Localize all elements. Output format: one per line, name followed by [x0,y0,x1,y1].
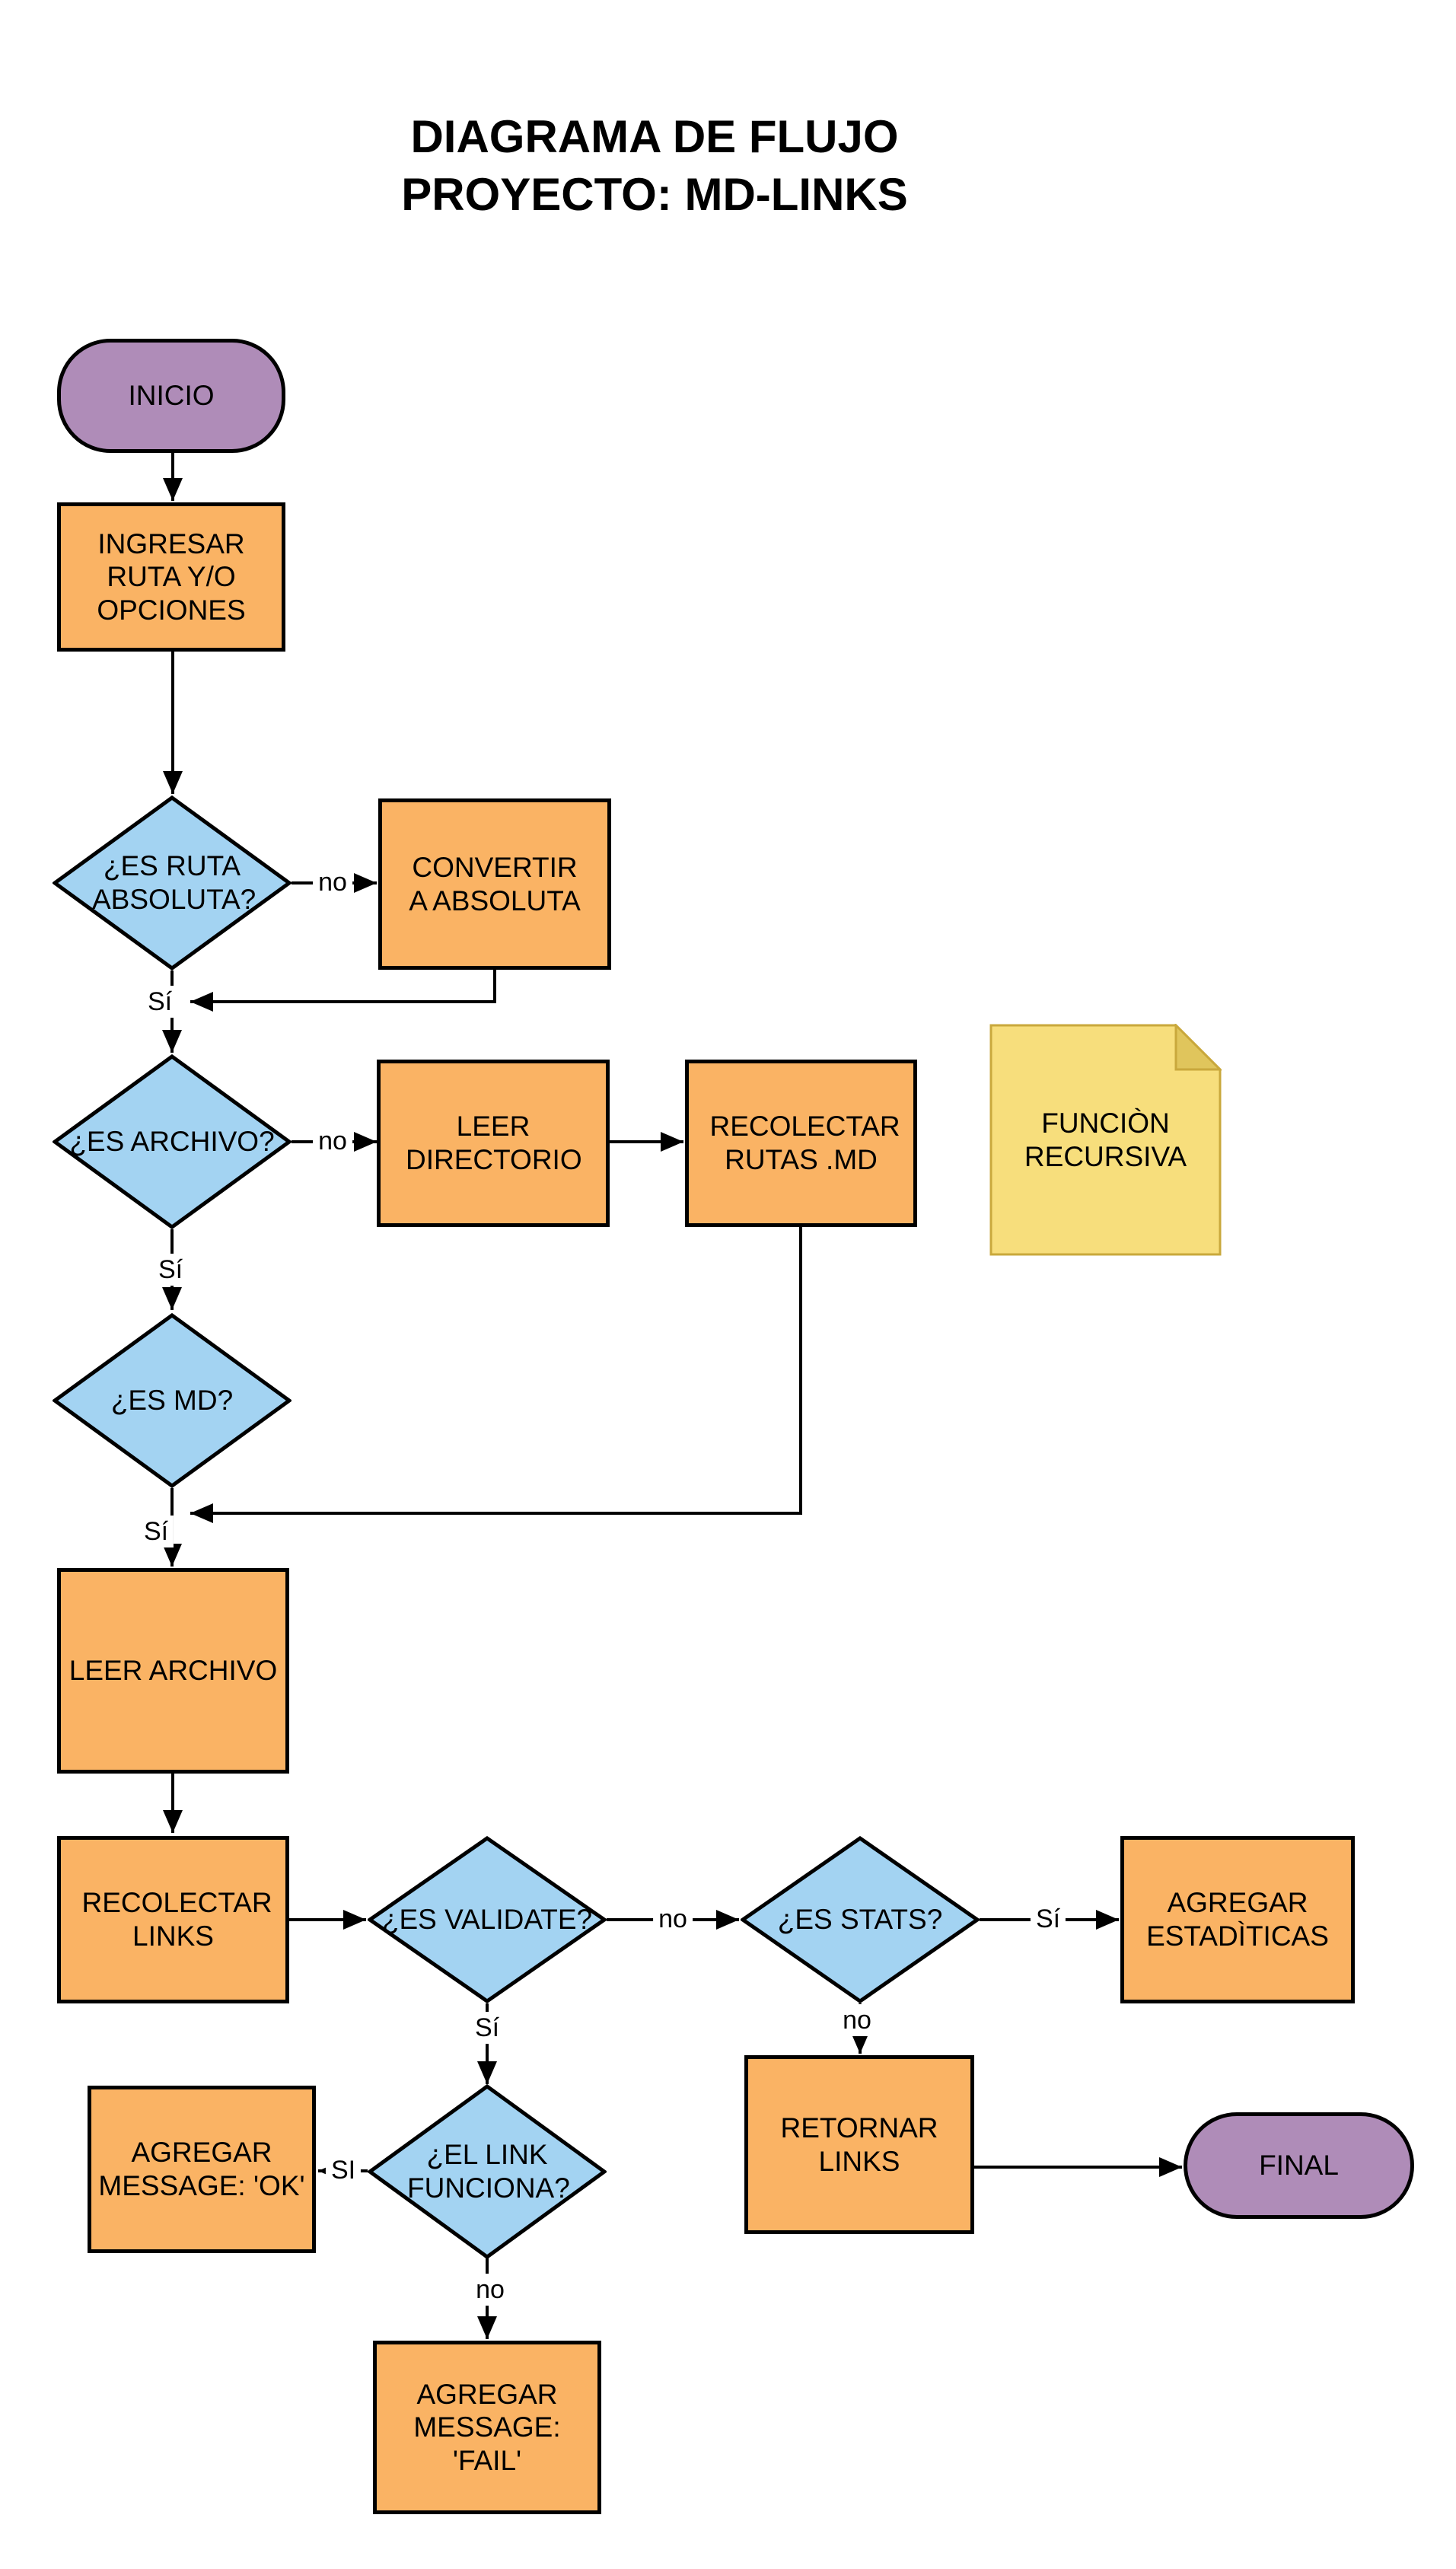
node-ingresar-ruta: INGRESAR RUTA Y/O OPCIONES [57,502,285,652]
edge-recolectar-rutas-to-si-junction [190,1227,802,1523]
edge-label-stats-si: Sí [1030,1903,1066,1935]
diagram-title: DIAGRAMA DE FLUJO PROYECTO: MD-LINKS [259,108,1050,224]
node-agregar-message-ok-label: AGREGAR MESSAGE: 'OK' [98,2137,305,2201]
node-agregar-message-fail: AGREGAR MESSAGE: 'FAIL' [373,2341,601,2514]
decision-el-link-funciona-label: ¿EL LINK FUNCIONA? [407,2139,570,2204]
decision-es-stats: ¿ES STATS? [741,1836,980,2003]
diagram-title-line1: DIAGRAMA DE FLUJO [410,111,899,162]
edge-label-funciona-no: no [470,2274,510,2306]
node-leer-directorio-label: LEER DIRECTORIO [406,1111,582,1175]
decision-es-archivo: ¿ES ARCHIVO? [53,1054,292,1229]
edge-label-validate-si: Sí [469,2012,505,2044]
diamond-shape [53,795,292,971]
note-funcion-recursiva-label: FUNCIÒN RECURSIVA [1024,1107,1187,1172]
diamond-shape [741,1836,980,2003]
decision-es-ruta-absoluta: ¿ES RUTA ABSOLUTA? [53,795,292,971]
edge-convertir-to-si-junction [190,970,496,1012]
decision-es-archivo-label: ¿ES ARCHIVO? [69,1126,275,1158]
note-funcion-recursiva: FUNCIÒN RECURSIVA [989,1024,1222,1256]
diagram-title-line2: PROYECTO: MD-LINKS [401,169,908,220]
diamond-shape [368,1836,607,2003]
node-retornar-links: RETORNAR LINKS [744,2055,974,2234]
decision-es-md: ¿ES MD? [53,1313,292,1488]
node-inicio: INICIO [57,339,285,453]
decision-es-stats-label: ¿ES STATS? [777,1904,943,1936]
edge-label-md-si: Sí [138,1516,174,1547]
decision-es-md-label: ¿ES MD? [110,1385,234,1417]
sticky-note-shape [989,1024,1222,1256]
node-agregar-message-ok: AGREGAR MESSAGE: 'OK' [88,2086,316,2253]
diamond-shape [53,1054,292,1229]
node-agregar-estadisticas-label: AGREGAR ESTADÌTICAS [1146,1887,1329,1952]
node-recolectar-rutas-md-label: RECOLECTAR RUTAS .MD [709,1111,900,1175]
node-ingresar-ruta-label: INGRESAR RUTA Y/O OPCIONES [97,528,246,626]
node-inicio-label: INICIO [128,380,215,412]
edge-label-archivo-no: no [313,1125,352,1157]
node-retornar-links-label: RETORNAR LINKS [780,2112,938,2177]
node-final-label: FINAL [1259,2150,1339,2182]
node-leer-archivo: LEER ARCHIVO [57,1568,289,1774]
node-recolectar-links-label: RECOLECTAR LINKS [81,1887,272,1952]
node-final: FINAL [1184,2112,1414,2219]
folded-corner-icon [1174,1024,1222,1071]
diamond-shape [368,2084,607,2259]
decision-es-validate-label: ¿ES VALIDATE? [381,1904,593,1936]
decision-es-ruta-absoluta-label: ¿ES RUTA ABSOLUTA? [92,850,256,915]
edge-label-stats-no: no [837,2004,877,2036]
decision-es-validate: ¿ES VALIDATE? [368,1836,607,2003]
node-recolectar-links: RECOLECTAR LINKS [57,1836,289,2003]
node-agregar-message-fail-label: AGREGAR MESSAGE: 'FAIL' [413,2378,561,2476]
edge-label-ruta-no: no [313,866,352,898]
node-convertir-absoluta-label: CONVERTIR A ABSOLUTA [409,851,581,916]
node-convertir-absoluta: CONVERTIR A ABSOLUTA [378,798,611,970]
edge-label-ruta-si: Sí [142,986,178,1018]
node-leer-directorio: LEER DIRECTORIO [377,1060,610,1227]
edge-label-validate-no: no [653,1903,693,1935]
node-agregar-estadisticas: AGREGAR ESTADÌTICAS [1120,1836,1355,2003]
edge-label-funciona-si: SI [325,2154,362,2186]
decision-el-link-funciona: ¿EL LINK FUNCIONA? [368,2084,607,2259]
diamond-shape [53,1313,292,1488]
edge-label-archivo-si: Sí [152,1254,189,1286]
node-leer-archivo-label: LEER ARCHIVO [68,1655,278,1687]
node-recolectar-rutas-md: RECOLECTAR RUTAS .MD [685,1060,917,1227]
